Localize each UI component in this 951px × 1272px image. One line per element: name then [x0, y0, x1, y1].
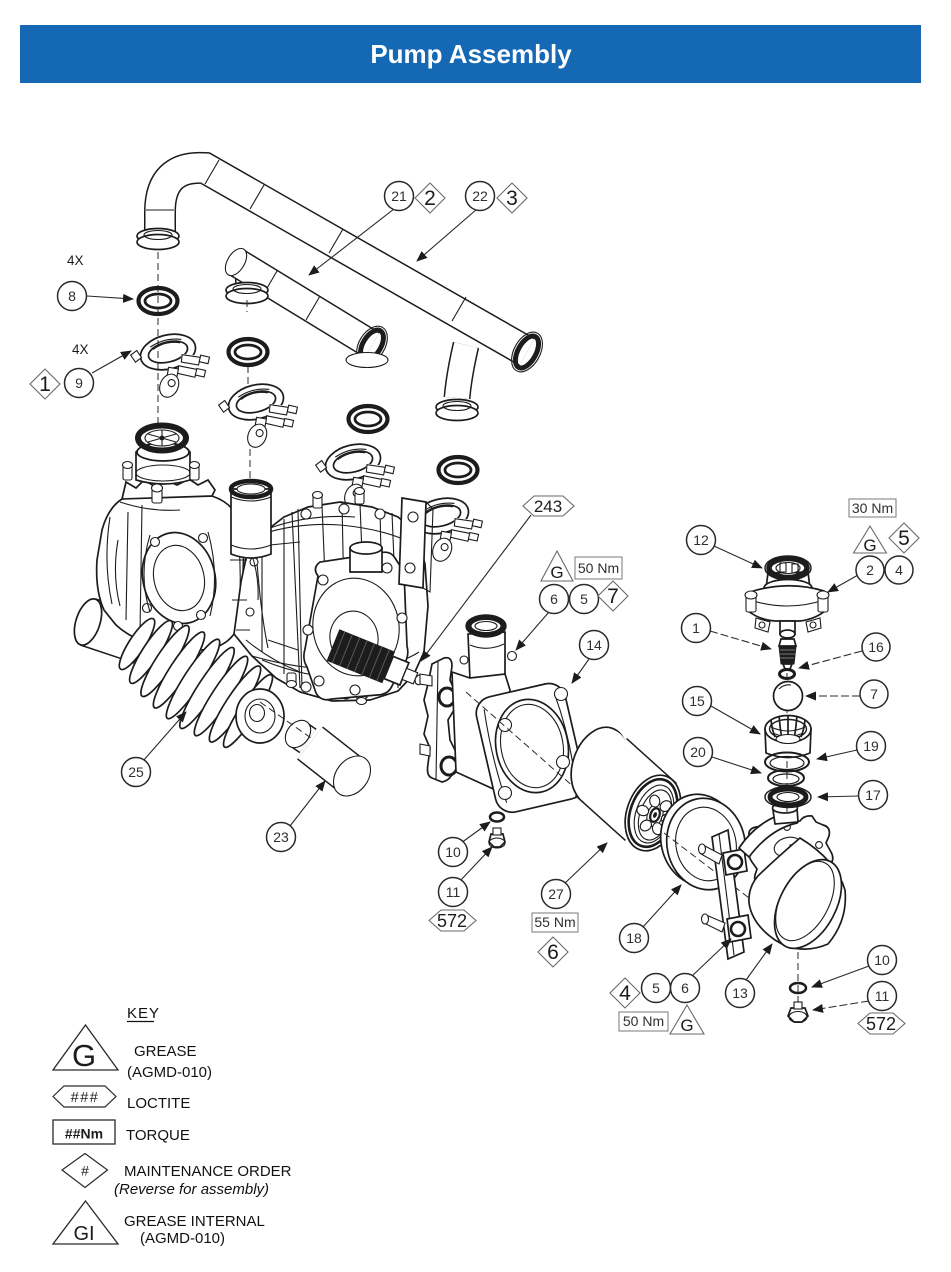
svg-text:5: 5 [652, 980, 660, 996]
svg-text:14: 14 [586, 637, 602, 653]
svg-text:8: 8 [68, 288, 76, 304]
svg-text:50 Nm: 50 Nm [623, 1013, 664, 1029]
svg-text:GREASE INTERNAL: GREASE INTERNAL [124, 1213, 265, 1230]
svg-text:21: 21 [391, 188, 407, 204]
svg-text:###: ### [71, 1090, 100, 1106]
svg-text:10: 10 [445, 844, 461, 860]
svg-text:GI: GI [73, 1223, 94, 1245]
svg-text:19: 19 [863, 738, 879, 754]
svg-text:4: 4 [895, 562, 903, 578]
svg-text:4X: 4X [72, 342, 89, 357]
svg-text:243: 243 [534, 497, 562, 516]
svg-text:6: 6 [547, 941, 559, 964]
svg-text:7: 7 [607, 585, 619, 608]
svg-text:572: 572 [866, 1014, 896, 1034]
svg-text:7: 7 [870, 686, 878, 702]
svg-text:MAINTENANCE ORDER: MAINTENANCE ORDER [124, 1163, 292, 1180]
svg-text:G: G [550, 563, 563, 582]
svg-text:GREASE: GREASE [134, 1043, 197, 1060]
svg-text:16: 16 [868, 639, 884, 655]
svg-text:6: 6 [550, 591, 558, 607]
svg-text:20: 20 [690, 744, 706, 760]
svg-text:12: 12 [693, 532, 709, 548]
svg-text:2: 2 [424, 187, 436, 210]
svg-text:27: 27 [548, 886, 564, 902]
svg-text:5: 5 [898, 527, 910, 550]
svg-text:572: 572 [437, 911, 467, 931]
svg-text:(AGMD-010): (AGMD-010) [127, 1064, 212, 1081]
svg-text:G: G [863, 536, 876, 555]
svg-text:G: G [680, 1016, 693, 1035]
svg-text:23: 23 [273, 829, 289, 845]
svg-text:15: 15 [689, 693, 705, 709]
svg-text:(AGMD-010): (AGMD-010) [140, 1230, 225, 1247]
svg-text:13: 13 [732, 985, 748, 1001]
svg-text:30 Nm: 30 Nm [852, 500, 893, 516]
svg-text:11: 11 [875, 988, 890, 1004]
svg-text:4X: 4X [67, 253, 84, 268]
svg-text:3: 3 [506, 187, 518, 210]
svg-text:LOCTITE: LOCTITE [127, 1095, 190, 1112]
svg-text:6: 6 [681, 980, 689, 996]
svg-text:17: 17 [865, 787, 881, 803]
svg-text:2: 2 [866, 562, 874, 578]
svg-text:TORQUE: TORQUE [126, 1127, 190, 1144]
svg-text:5: 5 [580, 591, 588, 607]
svg-text:Pump Assembly: Pump Assembly [370, 39, 572, 69]
svg-text:#: # [81, 1163, 89, 1179]
svg-text:1: 1 [39, 373, 51, 396]
svg-text:1: 1 [692, 620, 700, 636]
svg-text:##Nm: ##Nm [65, 1126, 103, 1142]
svg-text:11: 11 [446, 884, 461, 900]
svg-text:9: 9 [75, 375, 83, 391]
svg-text:(Reverse for assembly): (Reverse for assembly) [114, 1181, 269, 1198]
svg-text:4: 4 [619, 982, 631, 1005]
svg-text:22: 22 [472, 188, 488, 204]
svg-text:25: 25 [128, 764, 144, 780]
svg-text:18: 18 [626, 930, 642, 946]
svg-text:G: G [72, 1038, 96, 1073]
svg-text:50 Nm: 50 Nm [578, 560, 619, 576]
svg-text:55 Nm: 55 Nm [534, 914, 575, 930]
svg-text:10: 10 [874, 952, 890, 968]
svg-text:KEY: KEY [127, 1005, 160, 1022]
